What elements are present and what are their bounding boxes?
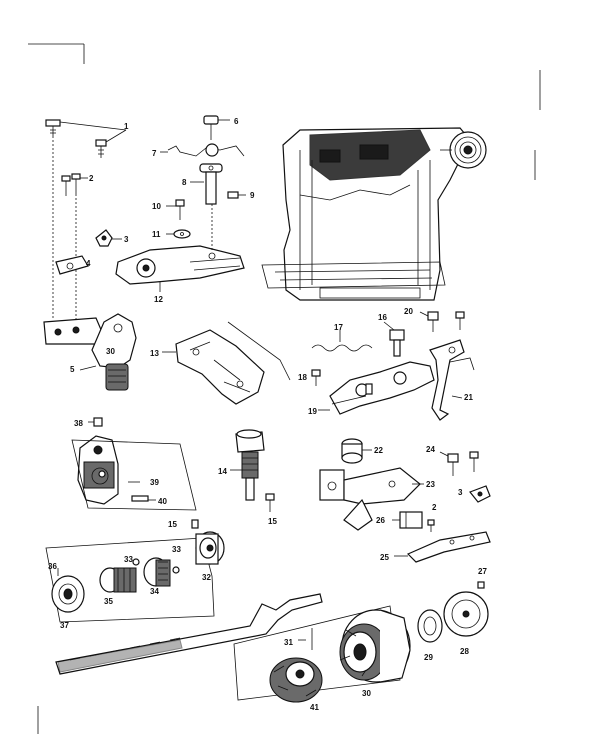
label-26: 26 xyxy=(376,516,385,525)
label-15-lower: 15 xyxy=(168,520,177,529)
arm-12 xyxy=(115,245,245,285)
ring-29 xyxy=(417,609,443,643)
screw-20 xyxy=(427,311,465,332)
block-26 xyxy=(399,511,423,529)
screw-10 xyxy=(175,199,185,220)
label-27: 27 xyxy=(478,567,487,576)
spring-17 xyxy=(311,344,373,352)
label-18: 18 xyxy=(298,373,307,382)
label-37: 37 xyxy=(60,621,69,630)
label-28: 28 xyxy=(460,647,469,656)
screw-2-right xyxy=(427,519,435,532)
label-33b: 33 xyxy=(172,545,181,554)
lever-4 xyxy=(55,255,89,275)
label-19: 19 xyxy=(308,407,317,416)
label-2b: 2 xyxy=(432,503,437,512)
part-labels: 1 2 3 4 5 6 7 8 9 10 11 12 13 14 15 15 1… xyxy=(48,117,487,712)
pin-8 xyxy=(199,163,223,205)
label-3: 3 xyxy=(124,235,129,244)
label-15: 15 xyxy=(268,517,277,526)
screw-18 xyxy=(311,369,321,386)
label-16: 16 xyxy=(378,313,387,322)
lever-21 xyxy=(429,339,475,421)
screw-38 xyxy=(93,417,103,427)
label-11: 11 xyxy=(152,230,161,239)
screw-1-left xyxy=(45,119,61,136)
pin-40 xyxy=(131,495,149,502)
label-38: 38 xyxy=(74,419,83,428)
assembly-box-left xyxy=(45,537,215,623)
bracket-23 xyxy=(319,467,421,531)
bracket-3 xyxy=(95,229,113,247)
label-29: 29 xyxy=(424,653,433,662)
label-4: 4 xyxy=(86,259,91,268)
corner-mark xyxy=(28,43,541,734)
label-30: 30 xyxy=(362,689,371,698)
label-20: 20 xyxy=(404,307,413,316)
bushing-37 xyxy=(51,575,85,613)
lever-19 xyxy=(329,361,435,415)
label-7: 7 xyxy=(152,149,157,158)
screw-27 xyxy=(477,581,485,589)
nut-9 xyxy=(227,191,246,199)
label-10: 10 xyxy=(152,202,161,211)
clip-3-right xyxy=(469,485,491,503)
assembly-box-39 xyxy=(71,439,197,511)
label-1: 1 xyxy=(124,122,129,131)
bracket-14 xyxy=(235,429,265,501)
label-34: 34 xyxy=(150,587,159,596)
bracket-39 xyxy=(77,435,119,505)
screw-15 xyxy=(265,493,275,512)
label-25: 25 xyxy=(380,553,389,562)
washer-11 xyxy=(173,229,191,239)
collar-35 xyxy=(99,567,137,593)
label-12: 12 xyxy=(154,295,163,304)
plate-25 xyxy=(406,531,491,563)
screw-1-right xyxy=(95,139,107,158)
bushing-22 xyxy=(341,438,363,464)
label-2: 2 xyxy=(89,174,94,183)
label-6: 6 xyxy=(234,117,239,126)
label-9: 9 xyxy=(250,191,255,200)
gear-34 xyxy=(143,557,171,587)
label-21: 21 xyxy=(464,393,473,402)
screw-33 xyxy=(132,558,180,574)
label-33: 33 xyxy=(124,555,133,564)
label-35: 35 xyxy=(104,597,113,606)
screw-2 xyxy=(61,173,81,196)
label-24: 24 xyxy=(426,445,435,454)
label-8: 8 xyxy=(182,178,187,187)
label-31: 31 xyxy=(284,638,293,647)
label-17: 17 xyxy=(334,323,343,332)
label-14: 14 xyxy=(218,467,227,476)
label-41: 41 xyxy=(310,703,319,712)
screw-15-lower xyxy=(191,519,199,529)
cover-28 xyxy=(443,591,489,637)
machine-frame xyxy=(261,127,487,301)
label-3b: 3 xyxy=(458,488,463,497)
frame-13 xyxy=(175,321,291,405)
screw-6 xyxy=(203,115,219,140)
label-5: 5 xyxy=(70,365,75,374)
label-36: 36 xyxy=(48,562,57,571)
label-23: 23 xyxy=(426,480,435,489)
label-39: 39 xyxy=(150,478,159,487)
main-shaft xyxy=(55,593,323,675)
label-13: 13 xyxy=(150,349,159,358)
screw-24 xyxy=(447,451,479,476)
gear-41 xyxy=(269,657,323,703)
label-30b: 30 xyxy=(106,347,115,356)
coupling-32 xyxy=(195,531,225,565)
leader-1 xyxy=(59,121,127,143)
label-22: 22 xyxy=(374,446,383,455)
label-40: 40 xyxy=(158,497,167,506)
assembly-box-right xyxy=(233,605,401,701)
label-32: 32 xyxy=(202,573,211,582)
plate-5 xyxy=(43,313,137,391)
spring-7 xyxy=(167,143,245,157)
stud-16 xyxy=(389,329,405,357)
handwheel-30 xyxy=(339,609,411,683)
